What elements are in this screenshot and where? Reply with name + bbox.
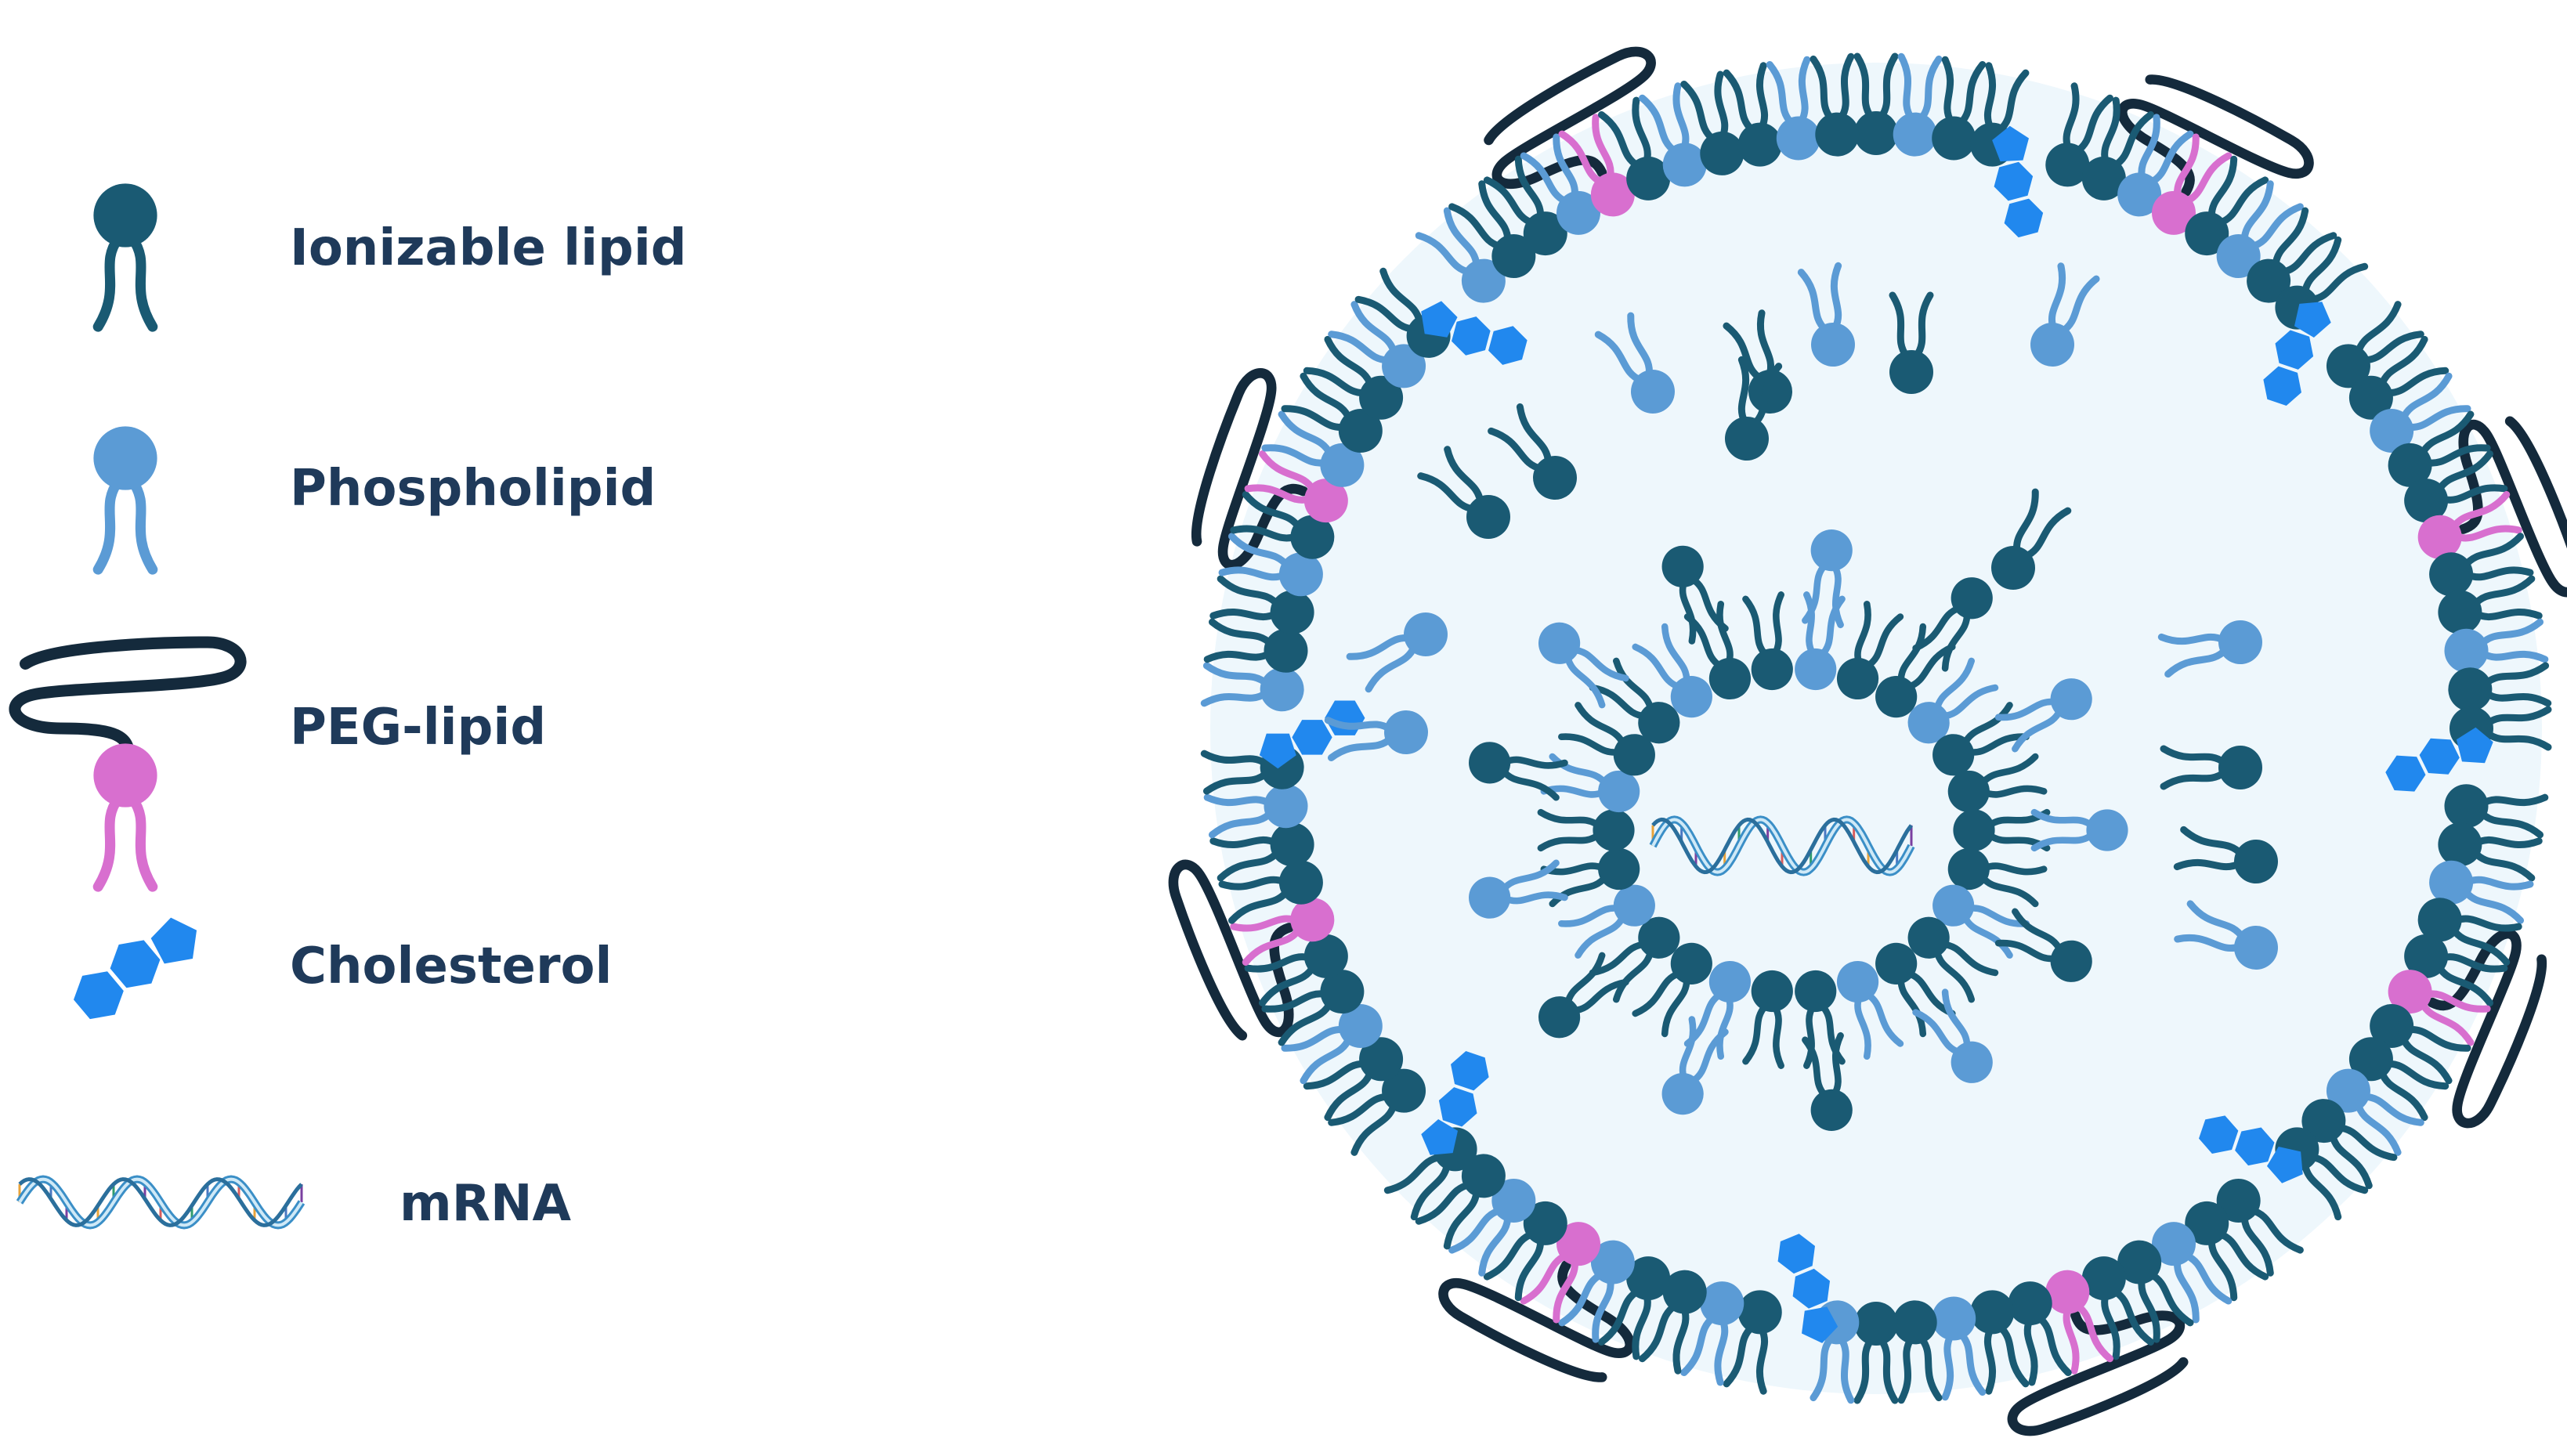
- legend-label-cholesterol: Cholesterol: [290, 938, 612, 995]
- legend-label-mrna: mRNA: [400, 1175, 572, 1233]
- legend-mrna: mRNA: [20, 1175, 572, 1233]
- peg-lipid-icon: [15, 642, 240, 887]
- legend-label-peg: PEG-lipid: [290, 699, 546, 757]
- legend-cholesterol: Cholesterol: [63, 913, 613, 1021]
- mrna-helix-icon: [20, 1180, 302, 1226]
- legend-mrna-shape: [20, 1180, 302, 1226]
- legend-cholesterol-shape: [63, 913, 209, 1021]
- phospholipid-icon: [93, 426, 157, 569]
- lipid-nanoparticle: [1167, 44, 2567, 1437]
- legend-phospholipid: Phospholipid: [93, 426, 656, 569]
- legend-label-phospholipid: Phospholipid: [290, 460, 656, 518]
- ionizable-lipid-icon: [93, 183, 157, 327]
- legend-ionizable-lipid: Ionizable lipid: [93, 183, 686, 327]
- legend-peg-lipid: PEG-lipid: [15, 642, 546, 887]
- legend: Ionizable lipid Phospholipid PEG-lipid C…: [15, 183, 687, 1233]
- cholesterol-icon: [63, 913, 209, 1021]
- legend-ionizable-lipid-shape: [93, 183, 157, 327]
- legend-peg-chain-shape: [15, 642, 240, 758]
- legend-phospholipid-shape: [93, 426, 157, 569]
- legend-label-ionizable: Ionizable lipid: [290, 219, 687, 277]
- legend-peg-head-shape: [93, 743, 157, 887]
